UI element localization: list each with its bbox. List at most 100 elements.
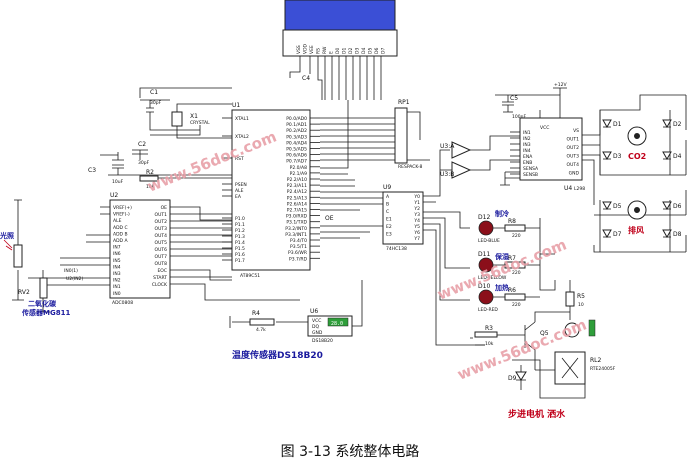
u1-pin-label: P2.3/A11: [287, 183, 307, 189]
u4-pin-label: OUT2: [567, 145, 580, 151]
u4-pin-group: IN1IN2IN3IN4ENAENBSENSASENSBVSOUT1OUT2OU…: [510, 128, 580, 178]
u6-pin-vcc: VCC: [312, 318, 321, 324]
led-resistor-value: 220: [512, 302, 521, 308]
u1-pin-label: P1.1: [235, 222, 245, 228]
u1-pin-label: P1.6: [235, 252, 245, 258]
u1-pin-label: P3.7/RD: [289, 256, 308, 262]
u2-pin-label: IN4: [113, 264, 121, 270]
lcd-pin-label: VSS: [296, 45, 302, 54]
u9-pin-label: Y4: [413, 218, 420, 224]
u9-pin-label: Y3: [413, 212, 420, 218]
u1-pin-label: P3.0/RXD: [286, 214, 308, 220]
c4-label: C4: [302, 75, 310, 82]
lcd-pin-label: VEE: [309, 45, 315, 54]
x1-part: CRYSTAL: [190, 120, 210, 126]
led-resistor-value: 220: [512, 270, 521, 276]
r5-value: 10: [578, 302, 584, 308]
u1-pin-label: P2.4/A12: [287, 189, 307, 195]
stepper-section: R3 10k Q5 R5 10 RL2 RTE24005F D9 步进电机 洒水: [470, 280, 616, 420]
u2-pin-label: IN1: [113, 284, 121, 290]
crystal-section: C1 30pF X1 CRYSTAL C2 30pF: [132, 87, 232, 166]
u9-pin-label: Y5: [413, 224, 420, 230]
u9-pin-label: Y1: [413, 200, 420, 206]
lcd-pin-label: D5: [368, 48, 374, 54]
led-part: LED-RED: [478, 307, 498, 313]
u4-pin-label: OUT3: [567, 154, 580, 160]
u9-ref: U9: [383, 184, 391, 191]
co2-sensor-line2: 传感器MG811: [21, 308, 70, 317]
co2-label: CO2: [628, 152, 646, 161]
u1-pin-group: XTAL1XTAL2RSTPSENALEEAP1.0P1.1P1.2P1.3P1…: [222, 116, 320, 264]
u2-pin-label: OUT3: [155, 226, 168, 232]
u4-ref: U4: [564, 185, 572, 192]
u9-pin-label: Y6: [413, 230, 420, 236]
u1-pin-label: P2.7/A15: [287, 208, 307, 214]
u4-body: [519, 117, 583, 181]
watermark-2: www.56doc.com: [435, 235, 569, 303]
u1-pin-label: P0.0/AD0: [286, 116, 307, 122]
u1-pin-label: P3.2/INT0: [285, 226, 307, 232]
led-resistor-value: 220: [512, 233, 521, 239]
u1-bus-wires: [320, 100, 406, 211]
u9-pin-label: Y2: [413, 206, 420, 212]
rv2-label: RV2: [18, 289, 30, 296]
c1-value: 30pF: [150, 100, 162, 106]
u1-pin-label: P3.3/INT1: [285, 232, 307, 238]
bridge-diode-label: D2: [673, 121, 682, 128]
u2-pin-label: OUT2: [155, 219, 168, 225]
u2-pin-label: OUT6: [155, 247, 168, 253]
bridge-diode: D7: [602, 229, 622, 239]
u1-pin-label: P3.6/WR: [288, 250, 307, 256]
net-in2: U2(IN2): [66, 276, 83, 282]
u1-pin-label: P2.6/A14: [287, 201, 307, 207]
u2-pin-label: OUT7: [155, 254, 168, 260]
lcd-pin-label: D2: [348, 48, 354, 54]
rl2-label: RL2: [590, 357, 602, 364]
c2-label: C2: [138, 141, 146, 148]
ds18b20-section: R4 4.7k 28.0 U6 VCC DQ GND DS18B20 温度传感器…: [229, 280, 363, 361]
r2-label: R2: [146, 169, 154, 176]
rv2-pot: RV2 二氧化碳 传感器MG811: [18, 270, 70, 317]
u1-pin-label: P2.2/A10: [287, 177, 307, 183]
u1-pin-label: PSEN: [235, 182, 247, 188]
u4-pin-label: IN2: [523, 136, 531, 142]
u4-pin-label: IN3: [523, 142, 531, 148]
lcd-pin-label: E: [329, 51, 335, 54]
r3-label: R3: [485, 325, 493, 332]
lcd-pin-label: D3: [355, 48, 361, 54]
lcd-frame: [282, 29, 398, 57]
net-in0: IN0(1): [64, 268, 78, 274]
u1-body: [231, 109, 311, 271]
cooling-label: 制冷: [495, 209, 509, 218]
bridge-diode-label: D4: [673, 153, 682, 160]
led-ref: D11: [478, 251, 490, 258]
bridge-diode-label: D8: [673, 231, 682, 238]
u4-pin-label: SENSA: [523, 166, 539, 172]
u1-pin-label: EA: [235, 194, 242, 200]
u4-pin-label: SENSB: [523, 172, 538, 178]
led-resistor-ref: R6: [508, 287, 516, 294]
u2-pin-label: ADD B: [113, 231, 128, 237]
lcd-bus-wires: [289, 56, 382, 100]
u1-pin-label: P1.7: [235, 258, 245, 264]
net-oe: OE: [325, 215, 334, 222]
lcd-pin-label: D0: [335, 48, 341, 54]
bridge-diode-label: D7: [613, 231, 622, 238]
u1-ref: U1: [232, 102, 240, 109]
u2-pin-label: ADD C: [113, 225, 128, 231]
bridge-wires: [582, 94, 687, 253]
lcd-pin-label: D6: [374, 48, 380, 54]
bridge-diode-label: D5: [613, 203, 622, 210]
u4-pin-label: VS: [573, 128, 579, 134]
u1-pin-label: P1.2: [235, 228, 245, 234]
u4-pin-label: GND: [569, 171, 580, 177]
u2-pin-label: IN3: [113, 271, 121, 277]
u9-pin-label: C: [386, 209, 389, 215]
u1-pin-label: P0.4/AD4: [286, 140, 307, 146]
u2-pin-label: START: [153, 275, 167, 281]
